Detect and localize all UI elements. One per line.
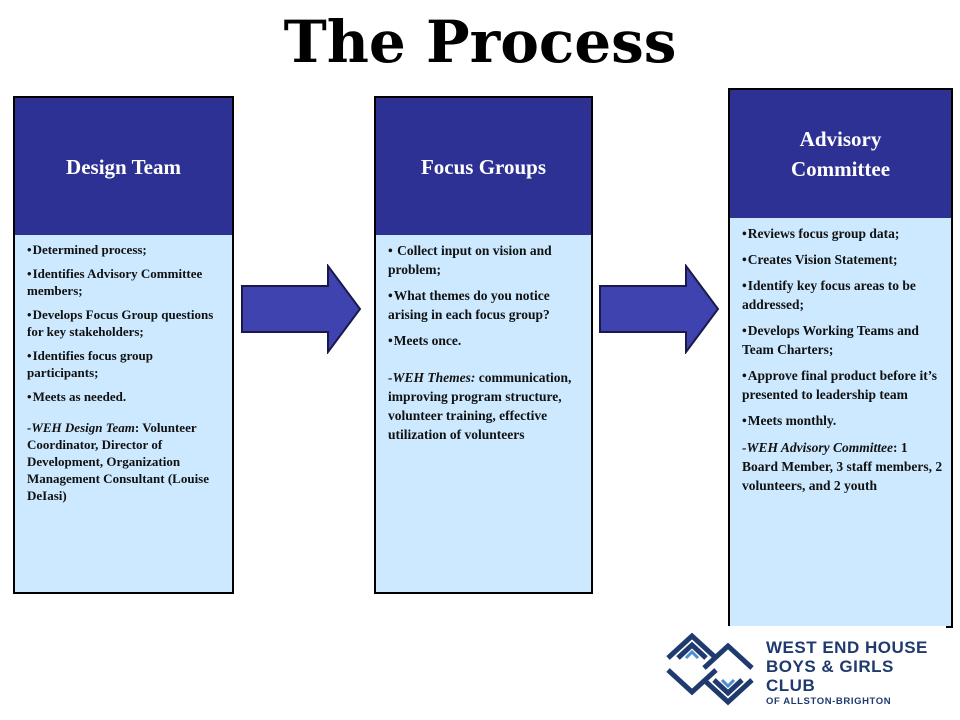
list-item: Develops Working Teams and Team Charters… xyxy=(742,321,943,359)
focus-groups-card: Focus Groups Collect input on vision and… xyxy=(374,96,593,594)
note-label: -WEH Themes: xyxy=(388,370,476,385)
list-item: Meets monthly. xyxy=(742,411,943,430)
page-title: The Process xyxy=(283,8,677,76)
list-item: Identifies focus group participants; xyxy=(27,347,224,381)
note-text: : Volunteer Coordinator, Director of Dev… xyxy=(27,420,210,503)
note-text: : 1 Board Member, 3 staff members, 2 vol… xyxy=(742,440,943,493)
list-item: Reviews focus group data; xyxy=(742,224,943,243)
design-team-card: Design Team Determined process; Identifi… xyxy=(13,96,234,594)
list-item: Determined process; xyxy=(27,241,224,258)
logo-line: WEST END HOUSE xyxy=(766,638,928,657)
logo-text: WEST END HOUSE BOYS & GIRLS CLUB OF ALLS… xyxy=(766,638,946,708)
right-arrow-icon xyxy=(599,264,720,354)
list-item: Develops Focus Group questions for key s… xyxy=(27,306,224,340)
logo-line: OF ALLSTON-BRIGHTON xyxy=(766,696,892,707)
logo-line: BOYS & GIRLS CLUB xyxy=(766,657,894,695)
list-item: Meets once. xyxy=(388,331,583,350)
note-label: -WEH Advisory Committee xyxy=(742,440,893,455)
list-item: What themes do you notice arising in eac… xyxy=(388,286,583,324)
card-body: Collect input on vision and problem; Wha… xyxy=(376,235,591,444)
list-item: Approve final product before it’s presen… xyxy=(742,366,943,404)
list-item: Collect input on vision and problem; xyxy=(388,241,583,279)
card-note: -WEH Advisory Committee: 1 Board Member,… xyxy=(742,438,943,495)
card-note: -WEH Design Team: Volunteer Coordinator,… xyxy=(27,419,224,504)
list-item: Identifies Advisory Committee members; xyxy=(27,265,224,299)
card-heading: Design Team xyxy=(15,98,232,235)
card-body: Determined process; Identifies Advisory … xyxy=(15,235,232,504)
card-body: Reviews focus group data; Creates Vision… xyxy=(730,218,951,495)
note-label: -WEH Design Team xyxy=(27,420,135,435)
advisory-committee-card: Advisory Committee Reviews focus group d… xyxy=(728,88,953,628)
note-text: communication, improving program structu… xyxy=(388,370,572,442)
boys-and-girls-club-hands-icon xyxy=(666,632,754,706)
list-item: Meets as needed. xyxy=(27,388,224,405)
card-heading: Focus Groups xyxy=(376,98,591,235)
list-item: Creates Vision Statement; xyxy=(742,250,943,269)
right-arrow-icon xyxy=(241,264,362,354)
card-note: -WEH Themes: communication, improving pr… xyxy=(388,368,583,444)
club-logo: WEST END HOUSE BOYS & GIRLS CLUB OF ALLS… xyxy=(656,626,946,712)
list-item: Identify key focus areas to be addressed… xyxy=(742,276,943,314)
card-heading: Advisory Committee xyxy=(730,90,951,218)
